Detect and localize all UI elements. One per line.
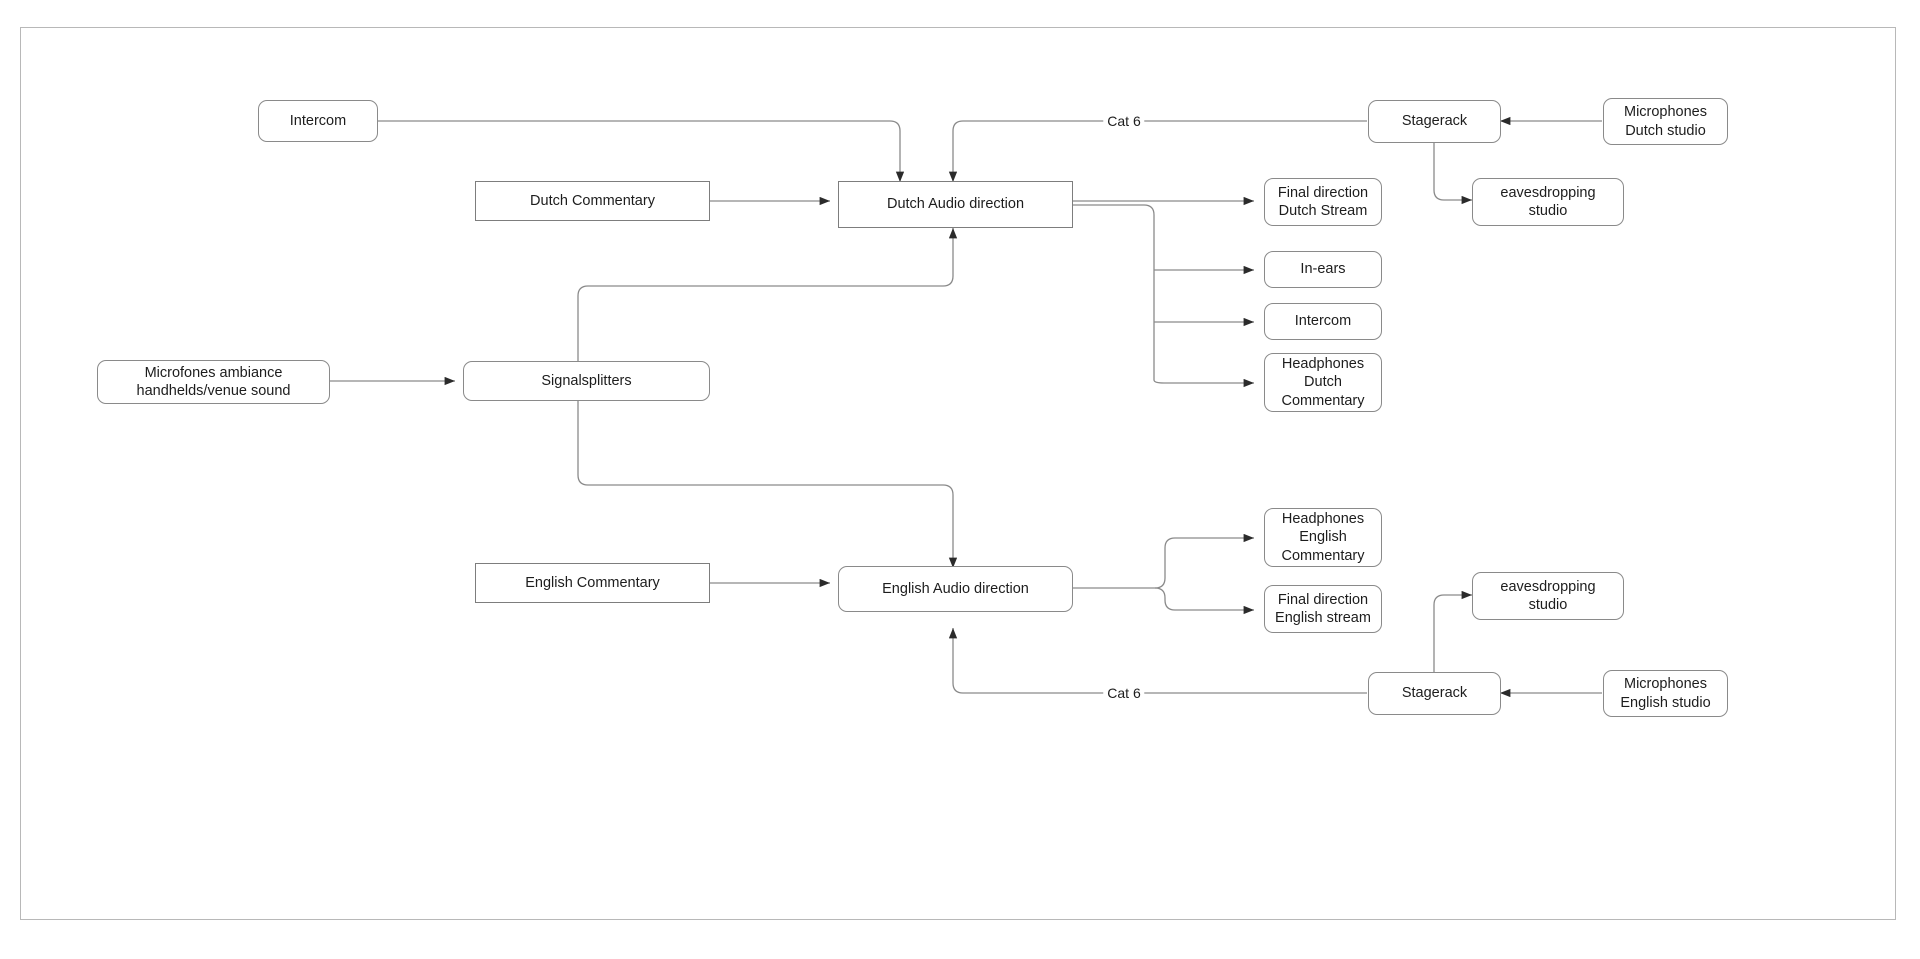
node-stagerack-dutch[interactable]: Stagerack: [1368, 100, 1501, 143]
node-microfones-ambiance[interactable]: Microfones ambiance handhelds/venue soun…: [97, 360, 330, 404]
node-headphones-english-commentary[interactable]: Headphones English Commentary: [1264, 508, 1382, 567]
node-signalsplitters[interactable]: Signalsplitters: [463, 361, 710, 401]
node-label: Intercom: [289, 112, 347, 129]
node-english-audio-direction[interactable]: English Audio direction: [838, 566, 1073, 612]
node-label: Microfones ambiance handhelds/venue soun…: [136, 364, 291, 399]
node-label: English Audio direction: [882, 580, 1029, 597]
node-microphones-english-studio[interactable]: Microphones English studio: [1603, 670, 1728, 717]
edge-label-cat6-dutch: Cat 6: [1103, 113, 1145, 129]
node-label: eavesdropping studio: [1500, 578, 1596, 613]
node-label: Stagerack: [1401, 685, 1468, 702]
node-label: Headphones Dutch Commentary: [1281, 356, 1365, 409]
edge-label-cat6-english: Cat 6: [1103, 685, 1145, 701]
node-label: Headphones English Commentary: [1281, 511, 1365, 564]
node-label: Dutch Commentary: [530, 192, 655, 209]
node-label: In-ears: [1300, 261, 1346, 278]
node-label: Stagerack: [1401, 113, 1468, 130]
node-intercom-output[interactable]: Intercom: [1264, 303, 1382, 340]
node-label: Final direction Dutch Stream: [1277, 184, 1369, 219]
node-intercom-input[interactable]: Intercom: [258, 100, 378, 142]
diagram-frame: [20, 27, 1896, 920]
node-final-direction-english-stream[interactable]: Final direction English stream: [1264, 585, 1382, 633]
node-label: Signalsplitters: [541, 372, 632, 389]
node-dutch-audio-direction[interactable]: Dutch Audio direction: [838, 181, 1073, 228]
node-eavesdropping-studio-dutch[interactable]: eavesdropping studio: [1472, 178, 1624, 226]
node-label: Microphones English studio: [1620, 676, 1711, 711]
node-label: eavesdropping studio: [1500, 184, 1596, 219]
node-stagerack-english[interactable]: Stagerack: [1368, 672, 1501, 715]
node-label: Dutch Audio direction: [886, 196, 1025, 213]
node-eavesdropping-studio-english[interactable]: eavesdropping studio: [1472, 572, 1624, 620]
node-label: Microphones Dutch studio: [1623, 104, 1707, 139]
node-label: English Commentary: [525, 574, 660, 591]
node-label: Final direction English stream: [1275, 591, 1371, 626]
node-english-commentary[interactable]: English Commentary: [475, 563, 710, 603]
node-headphones-dutch-commentary[interactable]: Headphones Dutch Commentary: [1264, 353, 1382, 412]
node-dutch-commentary[interactable]: Dutch Commentary: [475, 181, 710, 221]
node-final-direction-dutch-stream[interactable]: Final direction Dutch Stream: [1264, 178, 1382, 226]
node-in-ears[interactable]: In-ears: [1264, 251, 1382, 288]
node-label: Intercom: [1294, 313, 1352, 330]
node-microphones-dutch-studio[interactable]: Microphones Dutch studio: [1603, 98, 1728, 145]
